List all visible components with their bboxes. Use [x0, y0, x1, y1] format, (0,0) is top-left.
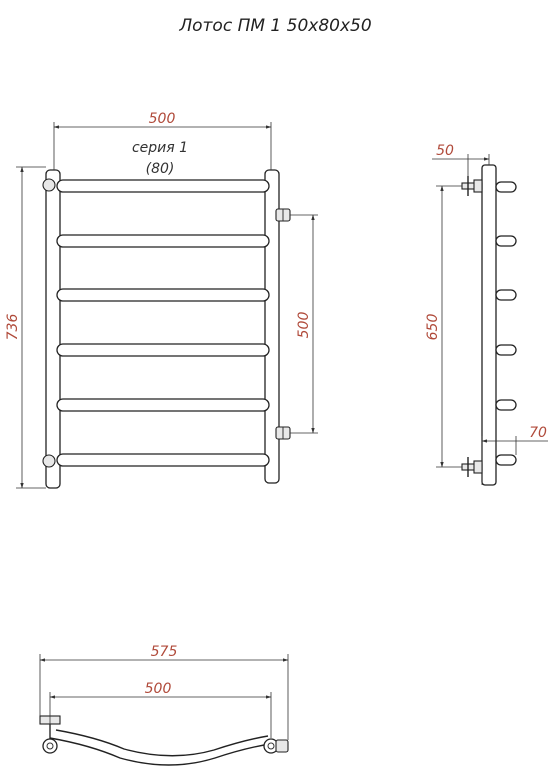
front-view: 500 серия 1 (80) 736 500 — [5, 111, 318, 489]
dim-offset-bottom-text: 70 — [529, 425, 547, 441]
rung — [56, 398, 270, 412]
side-wall-mount-bottom — [461, 457, 483, 477]
connection-fitting-bottom — [275, 426, 291, 440]
wall-bracket — [42, 178, 56, 192]
dim-side-height-text: 650 — [425, 314, 441, 341]
rung — [56, 179, 270, 193]
side-rung-stubs — [495, 181, 517, 466]
rung — [56, 234, 270, 248]
top-view: 575 500 — [39, 644, 289, 766]
dim-width-text: 500 — [149, 111, 176, 127]
dim-offset-top-text: 50 — [436, 143, 454, 159]
top-fitting — [275, 739, 289, 753]
curved-rung-front — [49, 737, 271, 766]
series-sub-label: (80) — [146, 161, 175, 177]
side-view: 50 650 70 — [425, 143, 548, 486]
side-riser — [481, 164, 497, 486]
curved-rung-back — [55, 729, 269, 757]
wall-bracket — [42, 454, 56, 468]
left-riser-section — [42, 738, 58, 754]
left-riser — [45, 169, 61, 489]
dim-top-width-text: 500 — [145, 681, 172, 697]
connection-fitting-top — [275, 208, 291, 222]
side-wall-mount-top — [461, 176, 483, 196]
rung — [56, 453, 270, 467]
series-label: серия 1 — [132, 140, 188, 156]
dim-overall-text: 575 — [151, 644, 178, 660]
rung — [56, 288, 270, 302]
dim-connection-text: 500 — [296, 312, 312, 339]
rung — [56, 343, 270, 357]
dim-height-text: 736 — [5, 314, 21, 341]
drawing-title: Лотос ПМ 1 50х80х50 — [179, 16, 372, 36]
rungs — [56, 179, 270, 467]
